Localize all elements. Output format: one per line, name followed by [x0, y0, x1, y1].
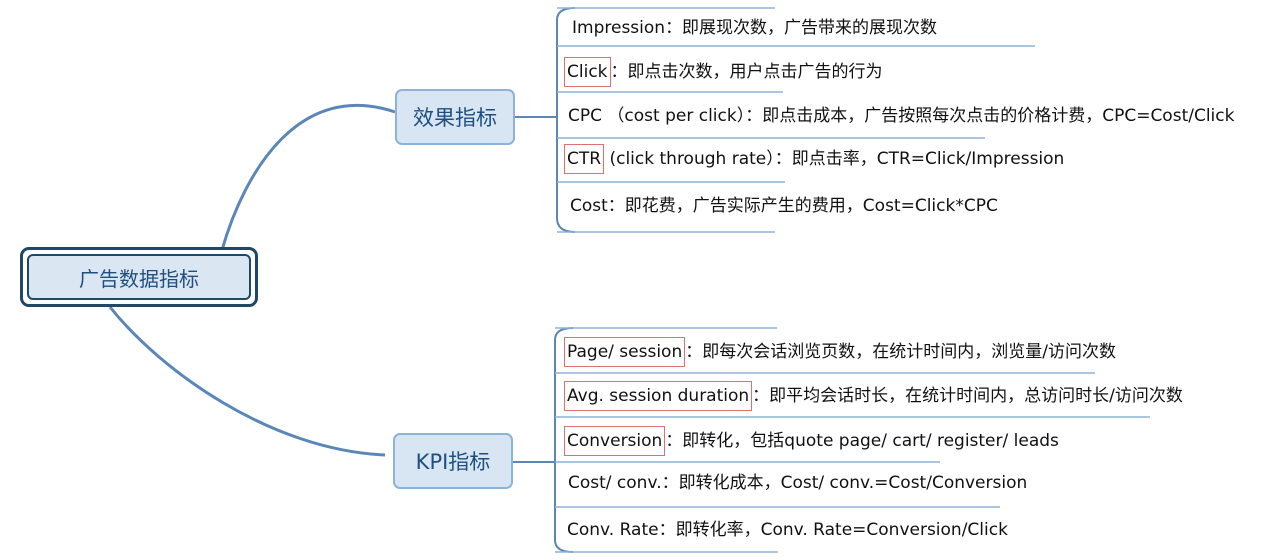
leaf-impression[interactable]: Impression：即展现次数，广告带来的展现次数: [572, 16, 937, 40]
leaf-desc: (click through rate）：即点击率，CTR=Click/Impr…: [604, 149, 1065, 169]
leaf-term: Conversion: [564, 426, 666, 456]
leaf-conversion[interactable]: Conversion：即转化，包括quote page/ cart/ regis…: [564, 426, 1059, 456]
leaf-desc: （cost per click）：即点击成本，广告按照每次点击的价格计费，CPC…: [602, 106, 1235, 126]
leaf-avg-session-duration[interactable]: Avg. session duration：即平均会话时长，在统计时间内，总访问…: [564, 381, 1183, 411]
root-topic[interactable]: 广告数据指标: [20, 247, 258, 307]
leaf-desc: ：即点击次数，用户点击广告的行为: [610, 62, 883, 82]
leaf-desc: ：即转化成本，Cost/ conv.=Cost/Conversion: [661, 473, 1028, 493]
leaf-ctr[interactable]: CTR (click through rate）：即点击率，CTR=Click/…: [564, 144, 1065, 174]
leaf-cost-per-conv[interactable]: Cost/ conv.：即转化成本，Cost/ conv.=Cost/Conve…: [568, 471, 1027, 495]
leaf-term: Page/ session: [564, 337, 686, 367]
branch-label: 效果指标: [413, 106, 497, 130]
leaf-desc: ：即展现次数，广告带来的展现次数: [665, 18, 938, 38]
leaf-term: CPC: [568, 106, 602, 126]
leaf-desc: ：即每次会话浏览页数，在统计时间内，浏览量/访问次数: [685, 342, 1116, 362]
leaf-term: Avg. session duration: [564, 381, 753, 411]
leaf-cost[interactable]: Cost：即花费，广告实际产生的费用，Cost=Click*CPC: [570, 194, 998, 218]
branch-label: KPI指标: [415, 450, 491, 474]
root-topic-label: 广告数据指标: [27, 254, 251, 300]
leaf-page-session[interactable]: Page/ session：即每次会话浏览页数，在统计时间内，浏览量/访问次数: [564, 337, 1116, 367]
branch-kpi-metrics[interactable]: KPI指标: [393, 433, 513, 489]
leaf-cpc[interactable]: CPC （cost per click）：即点击成本，广告按照每次点击的价格计费…: [568, 104, 1234, 128]
branch-effect-metrics[interactable]: 效果指标: [395, 89, 515, 145]
leaf-term: Cost/ conv.: [568, 473, 662, 493]
leaf-conv-rate[interactable]: Conv. Rate：即转化率，Conv. Rate=Conversion/Cl…: [567, 518, 1008, 542]
leaf-click[interactable]: Click：即点击次数，用户点击广告的行为: [564, 57, 883, 87]
leaf-term: Click: [564, 57, 611, 87]
leaf-term: Cost: [570, 196, 608, 216]
leaf-term: Impression: [572, 18, 666, 38]
leaf-desc: ：即平均会话时长，在统计时间内，总访问时长/访问次数: [752, 386, 1183, 406]
leaf-desc: ：即转化率，Conv. Rate=Conversion/Click: [658, 520, 1008, 540]
leaf-desc: ：即转化，包括quote page/ cart/ register/ leads: [665, 431, 1059, 451]
leaf-term: CTR: [564, 144, 605, 174]
leaf-term: Conv. Rate: [567, 520, 659, 540]
leaf-desc: ：即花费，广告实际产生的费用，Cost=Click*CPC: [607, 196, 998, 216]
